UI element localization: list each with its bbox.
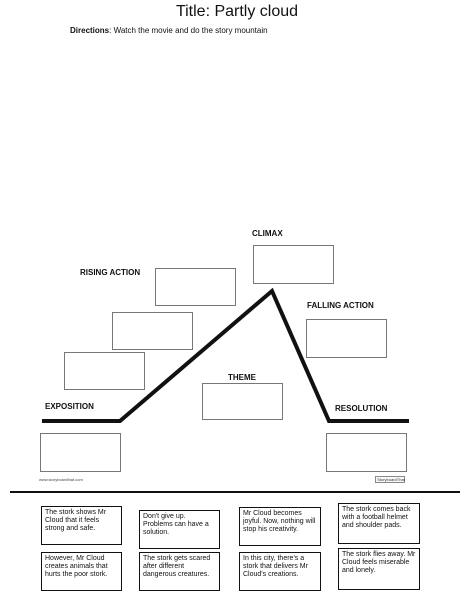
- rising-action-box-top[interactable]: [155, 268, 236, 306]
- story-card-3[interactable]: Mr Cloud becomes joyful. Now, nothing wi…: [239, 507, 321, 546]
- falling-action-box[interactable]: [306, 319, 387, 358]
- climax-label: CLIMAX: [252, 229, 283, 238]
- climax-box[interactable]: [253, 245, 334, 284]
- directions-label: Directions: [70, 26, 110, 35]
- story-card-8[interactable]: The stork flies away. Mr Cloud feels mis…: [338, 548, 420, 590]
- rising-action-box-bottom[interactable]: [64, 352, 145, 390]
- theme-box[interactable]: [202, 383, 283, 420]
- story-card-divider: [10, 491, 460, 493]
- rising-action-box-middle[interactable]: [112, 312, 193, 350]
- resolution-label: RESOLUTION: [335, 404, 388, 413]
- page-title: Title: Partly cloud: [175, 3, 299, 20]
- theme-label: THEME: [228, 373, 256, 382]
- story-card-5[interactable]: However, Mr Cloud creates animals that h…: [41, 552, 122, 591]
- storyboard-site-text: www.storyboardthat.com: [39, 477, 83, 482]
- exposition-label: EXPOSITION: [45, 402, 94, 411]
- story-card-1[interactable]: The stork shows Mr Cloud that it feels s…: [41, 506, 122, 545]
- story-card-6[interactable]: The stork gets scared after different da…: [139, 552, 220, 591]
- story-card-4[interactable]: The stork comes back with a football hel…: [338, 503, 420, 544]
- falling-action-label: FALLING ACTION: [307, 301, 374, 310]
- storyboard-watermark: StoryboardThat: [375, 476, 405, 483]
- story-mountain-line: [42, 287, 409, 423]
- resolution-box[interactable]: [326, 433, 407, 472]
- storyboard-brand-text: StoryboardThat: [377, 476, 405, 482]
- exposition-box[interactable]: [40, 433, 121, 472]
- story-card-7[interactable]: In this city, there's a stork that deliv…: [239, 552, 321, 591]
- directions-text: : Watch the movie and do the story mount…: [109, 26, 268, 35]
- directions: Directions: Watch the movie and do the s…: [70, 26, 268, 36]
- rising-action-label: RISING ACTION: [80, 268, 141, 277]
- story-card-2[interactable]: Don't give up. Problems can have a solut…: [139, 510, 220, 549]
